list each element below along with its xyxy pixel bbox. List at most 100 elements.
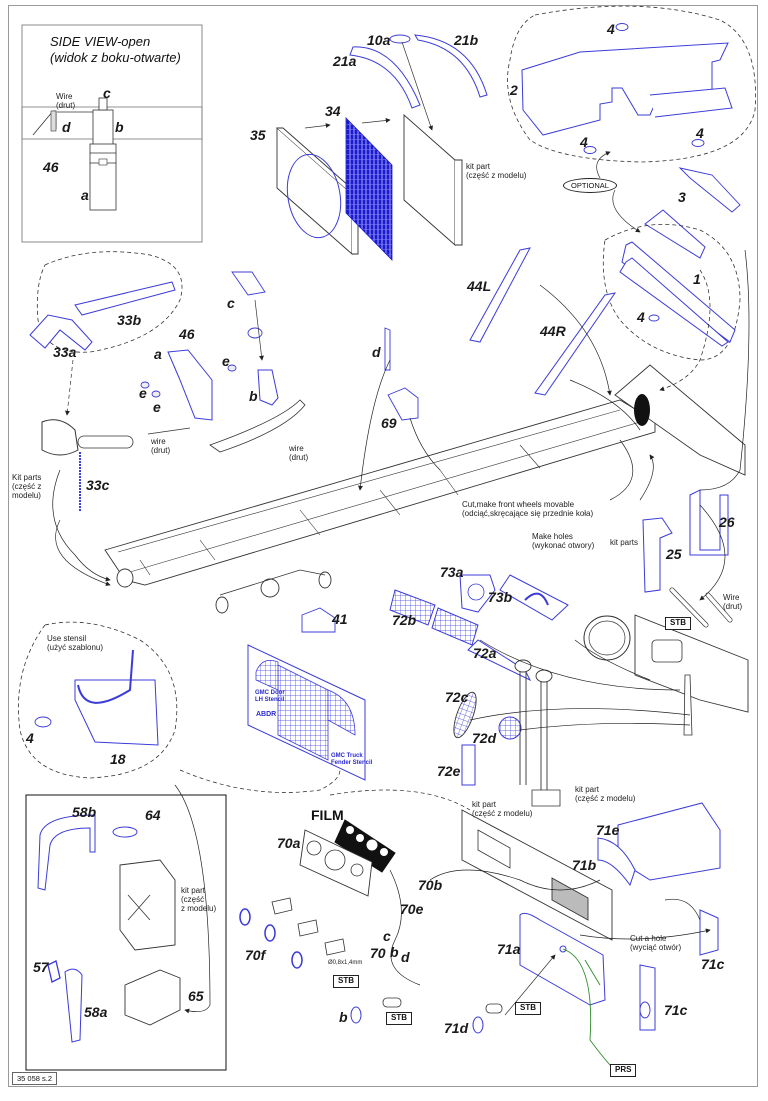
label-3: 3 <box>678 189 686 205</box>
bracket-wire-note-2: wire (drut) <box>289 444 309 463</box>
label-57: 57 <box>33 959 49 975</box>
label-26: 26 <box>719 514 735 530</box>
film-label: FILM <box>311 807 344 823</box>
bracket-46 <box>140 271 306 453</box>
side-view-label-d: d <box>62 119 71 135</box>
radiator-kit-note: kit part (część z modelu) <box>466 162 527 181</box>
make-holes-note: Make holes (wykonać otwory) <box>532 532 595 551</box>
label-58b: 58b <box>72 804 97 820</box>
bracket-label-a: a <box>154 346 162 362</box>
bumper-group <box>602 223 741 361</box>
side-view-title-pl: (widok z boku-otwarte) <box>50 49 181 65</box>
prs-tag: PRS <box>610 1064 637 1077</box>
stencil-text-door: GMC Door LH Stencil <box>255 690 285 703</box>
connector-lines <box>52 249 750 1014</box>
label-2: 2 <box>510 82 518 98</box>
label-41: 41 <box>332 611 348 627</box>
label-71a: 71a <box>497 941 521 957</box>
wire-note-26: Wire (drut) <box>723 593 743 612</box>
label-4-door: 4 <box>26 730 34 746</box>
glovebox-group <box>461 802 721 1068</box>
side-view-label-c: c <box>103 85 111 101</box>
label-71d: 71d <box>444 1020 469 1036</box>
label-72d: 72d <box>472 730 497 746</box>
label-4-bumper: 4 <box>637 309 645 325</box>
label-46: 46 <box>179 326 195 342</box>
stencil-text-fender: GMC Truck Fender Stencil <box>331 753 373 766</box>
label-69: 69 <box>381 415 397 431</box>
label-72c: 72c <box>445 689 469 705</box>
side-view-label-46: 46 <box>43 159 59 175</box>
bracket-label-c: c <box>227 295 235 311</box>
jerrycan-panel <box>25 794 227 1071</box>
fender-group <box>507 5 756 259</box>
stencil-sheet <box>247 644 366 781</box>
dimension-note: Ø0,8x1,4mm <box>328 960 363 966</box>
side-view-label-a: a <box>81 187 89 203</box>
sheet-frame <box>8 5 758 1087</box>
radiator-assembly <box>276 34 488 261</box>
door-group <box>18 621 178 779</box>
label-35: 35 <box>250 127 266 143</box>
kit-parts-note: kit parts <box>610 538 639 547</box>
label-71c-2: 71c <box>664 1002 688 1018</box>
bracket-label-e2: e <box>153 399 161 415</box>
side-view-title-en: SIDE VIEW-open <box>50 34 151 49</box>
side-view-panel <box>21 24 203 243</box>
dashboard-group <box>239 819 402 1024</box>
cab-floor-group <box>389 574 749 807</box>
cut-hole-note: Cut a hole (wyciąć otwór) <box>630 934 682 953</box>
side-view-label-b: b <box>115 119 124 135</box>
stb-tag-frame: STB <box>665 617 691 630</box>
stb-tag-dash-1: STB <box>333 975 359 988</box>
bracket-label-e3: e <box>222 353 230 369</box>
cab-kit-note-2: kit part (część z modelu) <box>472 800 533 819</box>
seat-group <box>29 251 183 512</box>
chassis-frame <box>55 327 746 633</box>
side-view-title: SIDE VIEW-open (widok z boku-otwarte) <box>50 34 181 65</box>
optional-label: OPTIONAL <box>563 178 617 193</box>
label-71b: 71b <box>572 857 597 873</box>
label-33b: 33b <box>117 312 142 328</box>
label-71c-1: 71c <box>701 956 725 972</box>
dash-label-b: b <box>390 944 399 960</box>
label-70a: 70a <box>277 835 301 851</box>
label-4-right: 4 <box>696 125 704 141</box>
stencil-note: Use stensil (użyć szablonu) <box>47 634 104 653</box>
jerrycan-kit-note: kit part (część z modelu) <box>181 886 217 914</box>
frame-label-d: d <box>372 344 381 360</box>
label-21a: 21a <box>333 53 357 69</box>
label-72e: 72e <box>437 763 461 779</box>
cab-kit-note-1: kit part (część z modelu) <box>575 785 636 804</box>
label-4-top: 4 <box>607 21 615 37</box>
label-70e: 70e <box>400 901 424 917</box>
label-73a: 73a <box>440 564 464 580</box>
stb-tag-glovebox: STB <box>515 1002 541 1015</box>
label-34: 34 <box>325 103 341 119</box>
stb-tag-dash-2: STB <box>386 1012 412 1025</box>
label-44R: 44R <box>540 323 566 339</box>
label-70b: 70b <box>418 877 443 893</box>
stencil-text-abdr: ABDR <box>256 711 277 718</box>
label-18: 18 <box>110 751 126 767</box>
label-33c: 33c <box>86 477 110 493</box>
seat-kit-note: Kit parts (część z modelu) <box>12 473 42 501</box>
label-44L: 44L <box>467 278 492 294</box>
label-72b: 72b <box>392 612 417 628</box>
dash-label-b2: b <box>339 1009 348 1025</box>
label-58a: 58a <box>84 1004 108 1020</box>
label-64: 64 <box>145 807 161 823</box>
frame-rails-44 <box>469 247 617 396</box>
label-33a: 33a <box>53 344 77 360</box>
dash-label-d: d <box>401 949 410 965</box>
dash-label-c: c <box>383 928 391 944</box>
label-10a: 10a <box>367 32 391 48</box>
bracket-label-e1: e <box>139 385 147 401</box>
label-25: 25 <box>666 546 682 562</box>
label-71e: 71e <box>596 822 620 838</box>
spring-hangers <box>642 489 733 628</box>
page-code: 35 058 s.2 <box>12 1072 58 1085</box>
bracket-wire-note-1: wire (drut) <box>151 437 171 456</box>
cut-wheels-note: Cut,make front wheels movable (odciąć,sk… <box>462 500 594 519</box>
